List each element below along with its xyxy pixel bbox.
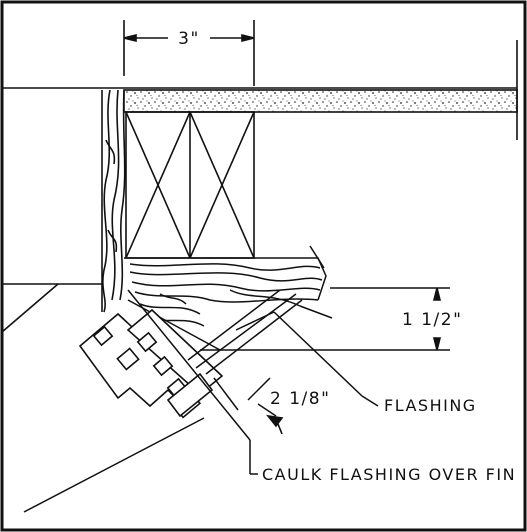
ceiling-drywall — [2, 40, 518, 140]
note-flashing: FLASHING — [384, 396, 477, 415]
dimension-label-top-width: 3" — [178, 29, 200, 49]
wall-sheathing — [101, 89, 126, 313]
window-frame-extrusion — [78, 308, 224, 419]
wood-sill — [124, 245, 333, 351]
dimension-right-height — [432, 287, 442, 351]
dimension-diagonal — [266, 414, 284, 435]
dimension-top-width — [123, 20, 255, 86]
dimension-label-diagonal: 2 1/8" — [270, 389, 330, 409]
note-caulk-flashing: CAULK FLASHING OVER FIN — [262, 465, 516, 484]
dimension-label-right-height: 1 1/2" — [402, 310, 462, 330]
lower-wall-lines — [1, 283, 450, 351]
flashing-leaders — [23, 289, 379, 513]
